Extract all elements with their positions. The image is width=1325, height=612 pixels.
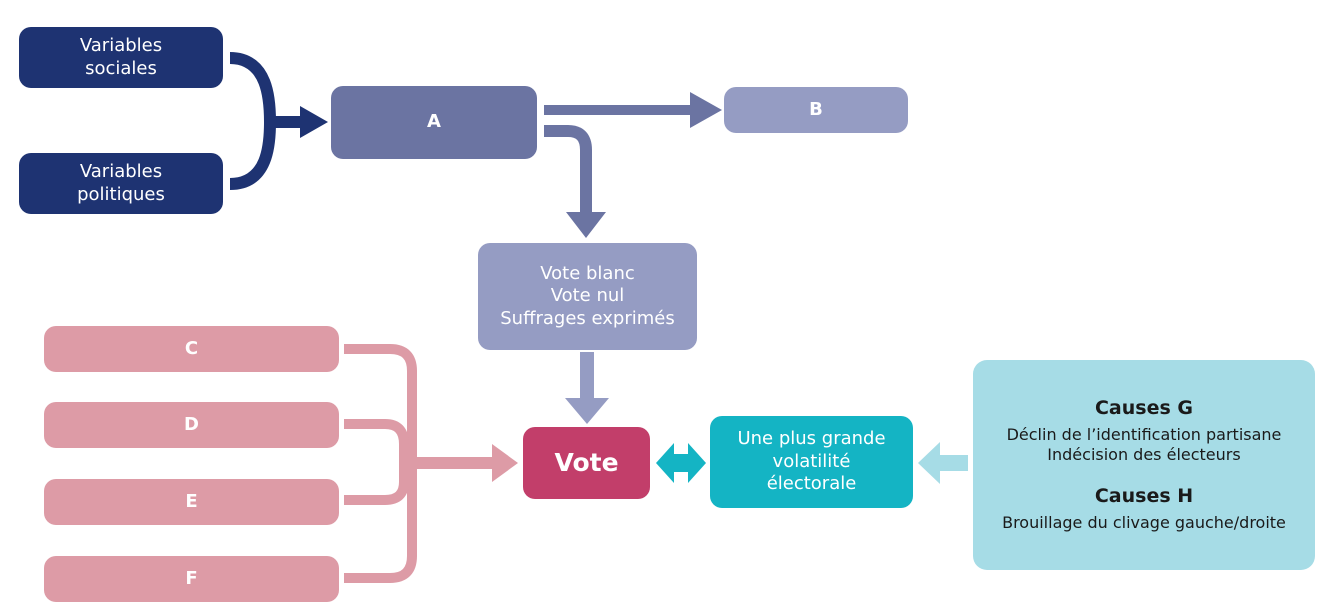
box-political-variables: Variables politiques [19, 153, 223, 214]
expressed-votes-label: Suffrages exprimés [500, 307, 675, 329]
volatility-line-3: électorale [766, 473, 857, 495]
double-arrow-left-head [656, 443, 674, 483]
box-f: F [44, 556, 339, 602]
political-to-a-connector [229, 121, 276, 190]
box-e-label: E [185, 490, 198, 512]
box-political-line-1: Variables [79, 161, 163, 182]
f-to-vote-connector [344, 463, 417, 583]
box-social-line-1: Variables [79, 35, 163, 56]
box-volatility: Une plus grande volatilité électorale [710, 416, 913, 508]
box-e: E [44, 479, 339, 525]
box-social-variables: Variables sociales [19, 27, 223, 88]
causes-arrow-head [918, 442, 940, 484]
box-c: C [44, 326, 339, 372]
a-to-blank-connector [544, 125, 592, 212]
social-to-a-connector [229, 52, 300, 128]
blank-vote-label: Vote blanc [540, 262, 635, 284]
d-to-vote-connector [344, 419, 409, 463]
box-social-line-2: sociales [85, 57, 157, 79]
box-a-label: A [427, 111, 441, 133]
causes-h-title: Causes H [1094, 485, 1194, 507]
box-b-label: B [809, 98, 823, 120]
box-political-line-2: politiques [77, 183, 165, 205]
box-d-label: D [184, 413, 199, 435]
arrow-to-b [690, 92, 722, 128]
box-vote-label: Vote [554, 448, 619, 478]
e-to-vote-connector [344, 463, 409, 505]
causes-h-item-1: Brouillage du clivage gauche/droite [1002, 512, 1286, 532]
box-blank-null-expressed: Vote blanc Vote nul Suffrages exprimés [478, 243, 697, 350]
causes-arrow-shaft [938, 455, 968, 471]
box-d: D [44, 402, 339, 448]
box-causes: Causes G Déclin de l’identification part… [973, 360, 1315, 570]
arrow-to-vote-left [492, 444, 518, 482]
causes-g-title: Causes G [1094, 397, 1193, 420]
box-f-label: F [185, 567, 198, 589]
null-vote-label: Vote nul [550, 285, 625, 307]
volatility-line-2: volatilité [772, 450, 851, 472]
box-b: B [724, 87, 908, 133]
box-c-label: C [184, 337, 199, 359]
causes-g-item-1: Déclin de l’identification partisane [1006, 425, 1282, 444]
arrow-to-blank [566, 212, 606, 238]
arrow-to-a [300, 106, 328, 138]
box-a: A [331, 86, 537, 159]
arrow-to-vote-top [565, 398, 609, 424]
c-to-vote-connector [344, 344, 417, 463]
box-vote: Vote [523, 427, 650, 499]
double-arrow-shaft [672, 454, 690, 472]
double-arrow-right-head [688, 443, 706, 483]
causes-g-item-2: Indécision des électeurs [1047, 445, 1241, 464]
volatility-line-1: Une plus grande [737, 428, 886, 450]
